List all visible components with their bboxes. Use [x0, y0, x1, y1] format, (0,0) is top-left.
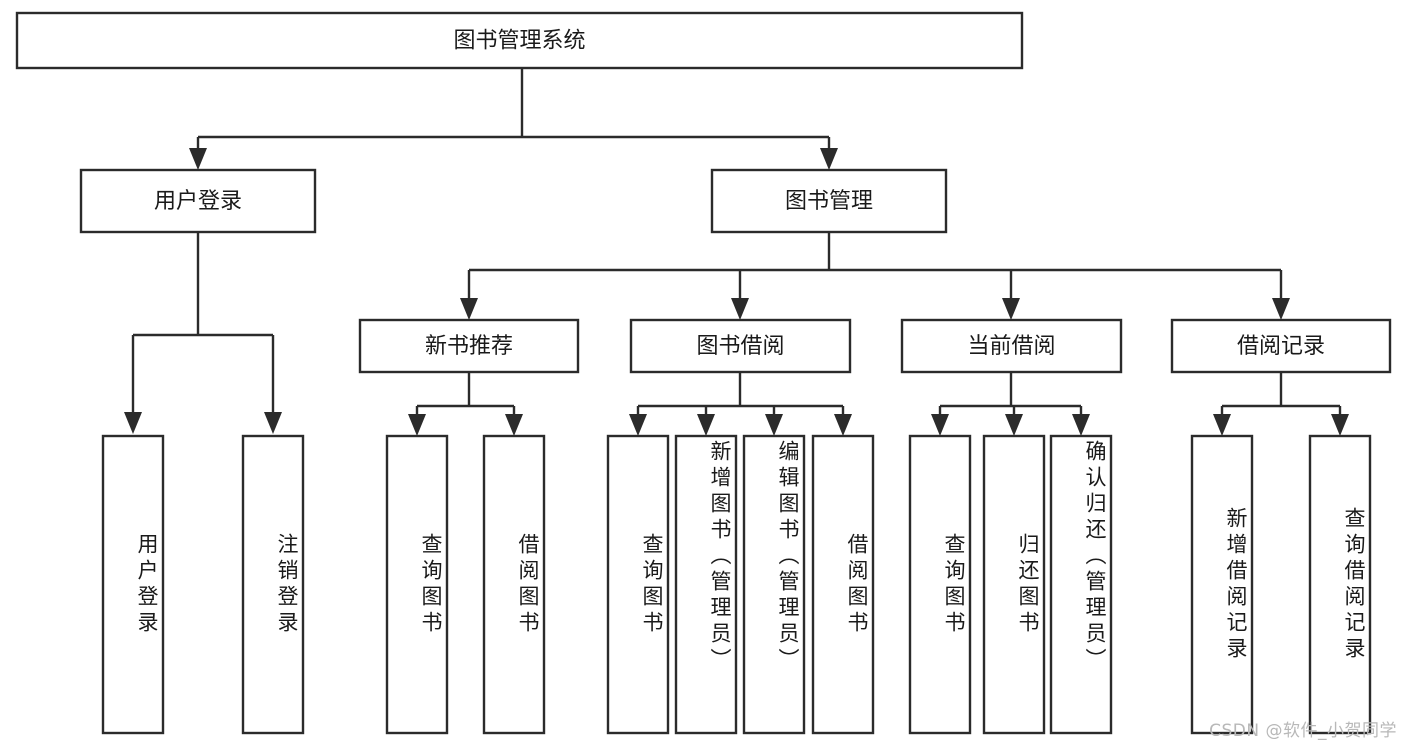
node-leaf-leaf-query-book-2[interactable] — [606, 434, 670, 735]
arrow-down-icon-g2-0 — [931, 414, 949, 436]
node-level3-borrow-record[interactable] — [1170, 318, 1392, 374]
node-leaf-leaf-edit-book-admin[interactable] — [742, 434, 806, 735]
node-leaf-leaf-query-book-3[interactable] — [908, 434, 972, 735]
arrow-down-icon-g1-0 — [629, 414, 647, 436]
node-leaf-leaf-confirm-return-admin[interactable] — [1049, 434, 1113, 735]
arrow-down-icon-g3-0 — [1213, 414, 1231, 436]
arrow-down-icon-g1-2 — [765, 414, 783, 436]
arrow-down-icon-level2-0 — [189, 148, 207, 170]
node-leaf-leaf-return-book[interactable] — [982, 434, 1046, 735]
arrow-down-icon-g0-1 — [505, 414, 523, 436]
node-level3-current-borrow[interactable] — [900, 318, 1123, 374]
node-root-system[interactable] — [15, 11, 1024, 70]
node-level3-borrow-record-label: 借阅记录 — [1237, 334, 1325, 359]
node-leaf-leaf-borrow-book-2[interactable] — [811, 434, 875, 735]
arrow-down-icon-g2-2 — [1072, 414, 1090, 436]
node-leaf-leaf-query-borrow-record[interactable] — [1308, 434, 1372, 735]
node-leaf-leaf-logout-login[interactable] — [241, 434, 305, 735]
arrow-down-icon-manage-1 — [731, 298, 749, 320]
arrow-down-icon-g1-3 — [834, 414, 852, 436]
node-level3-current-borrow-label: 当前借阅 — [967, 334, 1055, 359]
boxes-layer — [15, 11, 1392, 735]
node-level2-user-login[interactable] — [79, 168, 317, 234]
arrow-down-icon-level2-1 — [820, 148, 838, 170]
node-leaf-leaf-add-borrow-record[interactable] — [1190, 434, 1254, 735]
node-root-system-label: 图书管理系统 — [453, 29, 585, 54]
node-level3-new-book-recommend[interactable] — [358, 318, 580, 374]
arrow-down-icon-manage-3 — [1272, 298, 1290, 320]
node-level2-book-manage-label: 图书管理 — [785, 189, 873, 214]
arrow-down-icon-g2-1 — [1005, 414, 1023, 436]
arrow-down-icon-g1-1 — [697, 414, 715, 436]
arrow-down-icon-login-0 — [124, 412, 142, 434]
watermark-text: CSDN @软件_小贺同学 — [1209, 721, 1397, 741]
arrow-down-icon-manage-2 — [1002, 298, 1020, 320]
arrow-down-icon-manage-0 — [460, 298, 478, 320]
node-leaf-leaf-add-book-admin[interactable] — [674, 434, 738, 735]
arrow-down-icon-login-1 — [264, 412, 282, 434]
node-level3-new-book-recommend-label: 新书推荐 — [425, 334, 513, 359]
node-level2-user-login-label: 用户登录 — [154, 189, 242, 214]
node-leaf-leaf-query-book-1[interactable] — [385, 434, 449, 735]
node-level3-book-borrow-label: 图书借阅 — [696, 334, 784, 359]
edges-layer — [124, 68, 1349, 436]
node-level3-book-borrow[interactable] — [629, 318, 852, 374]
node-leaf-leaf-borrow-book-1[interactable] — [482, 434, 546, 735]
node-leaf-leaf-user-login[interactable] — [101, 434, 165, 735]
arrow-down-icon-g0-0 — [408, 414, 426, 436]
arrow-down-icon-g3-1 — [1331, 414, 1349, 436]
node-level2-book-manage[interactable] — [710, 168, 948, 234]
